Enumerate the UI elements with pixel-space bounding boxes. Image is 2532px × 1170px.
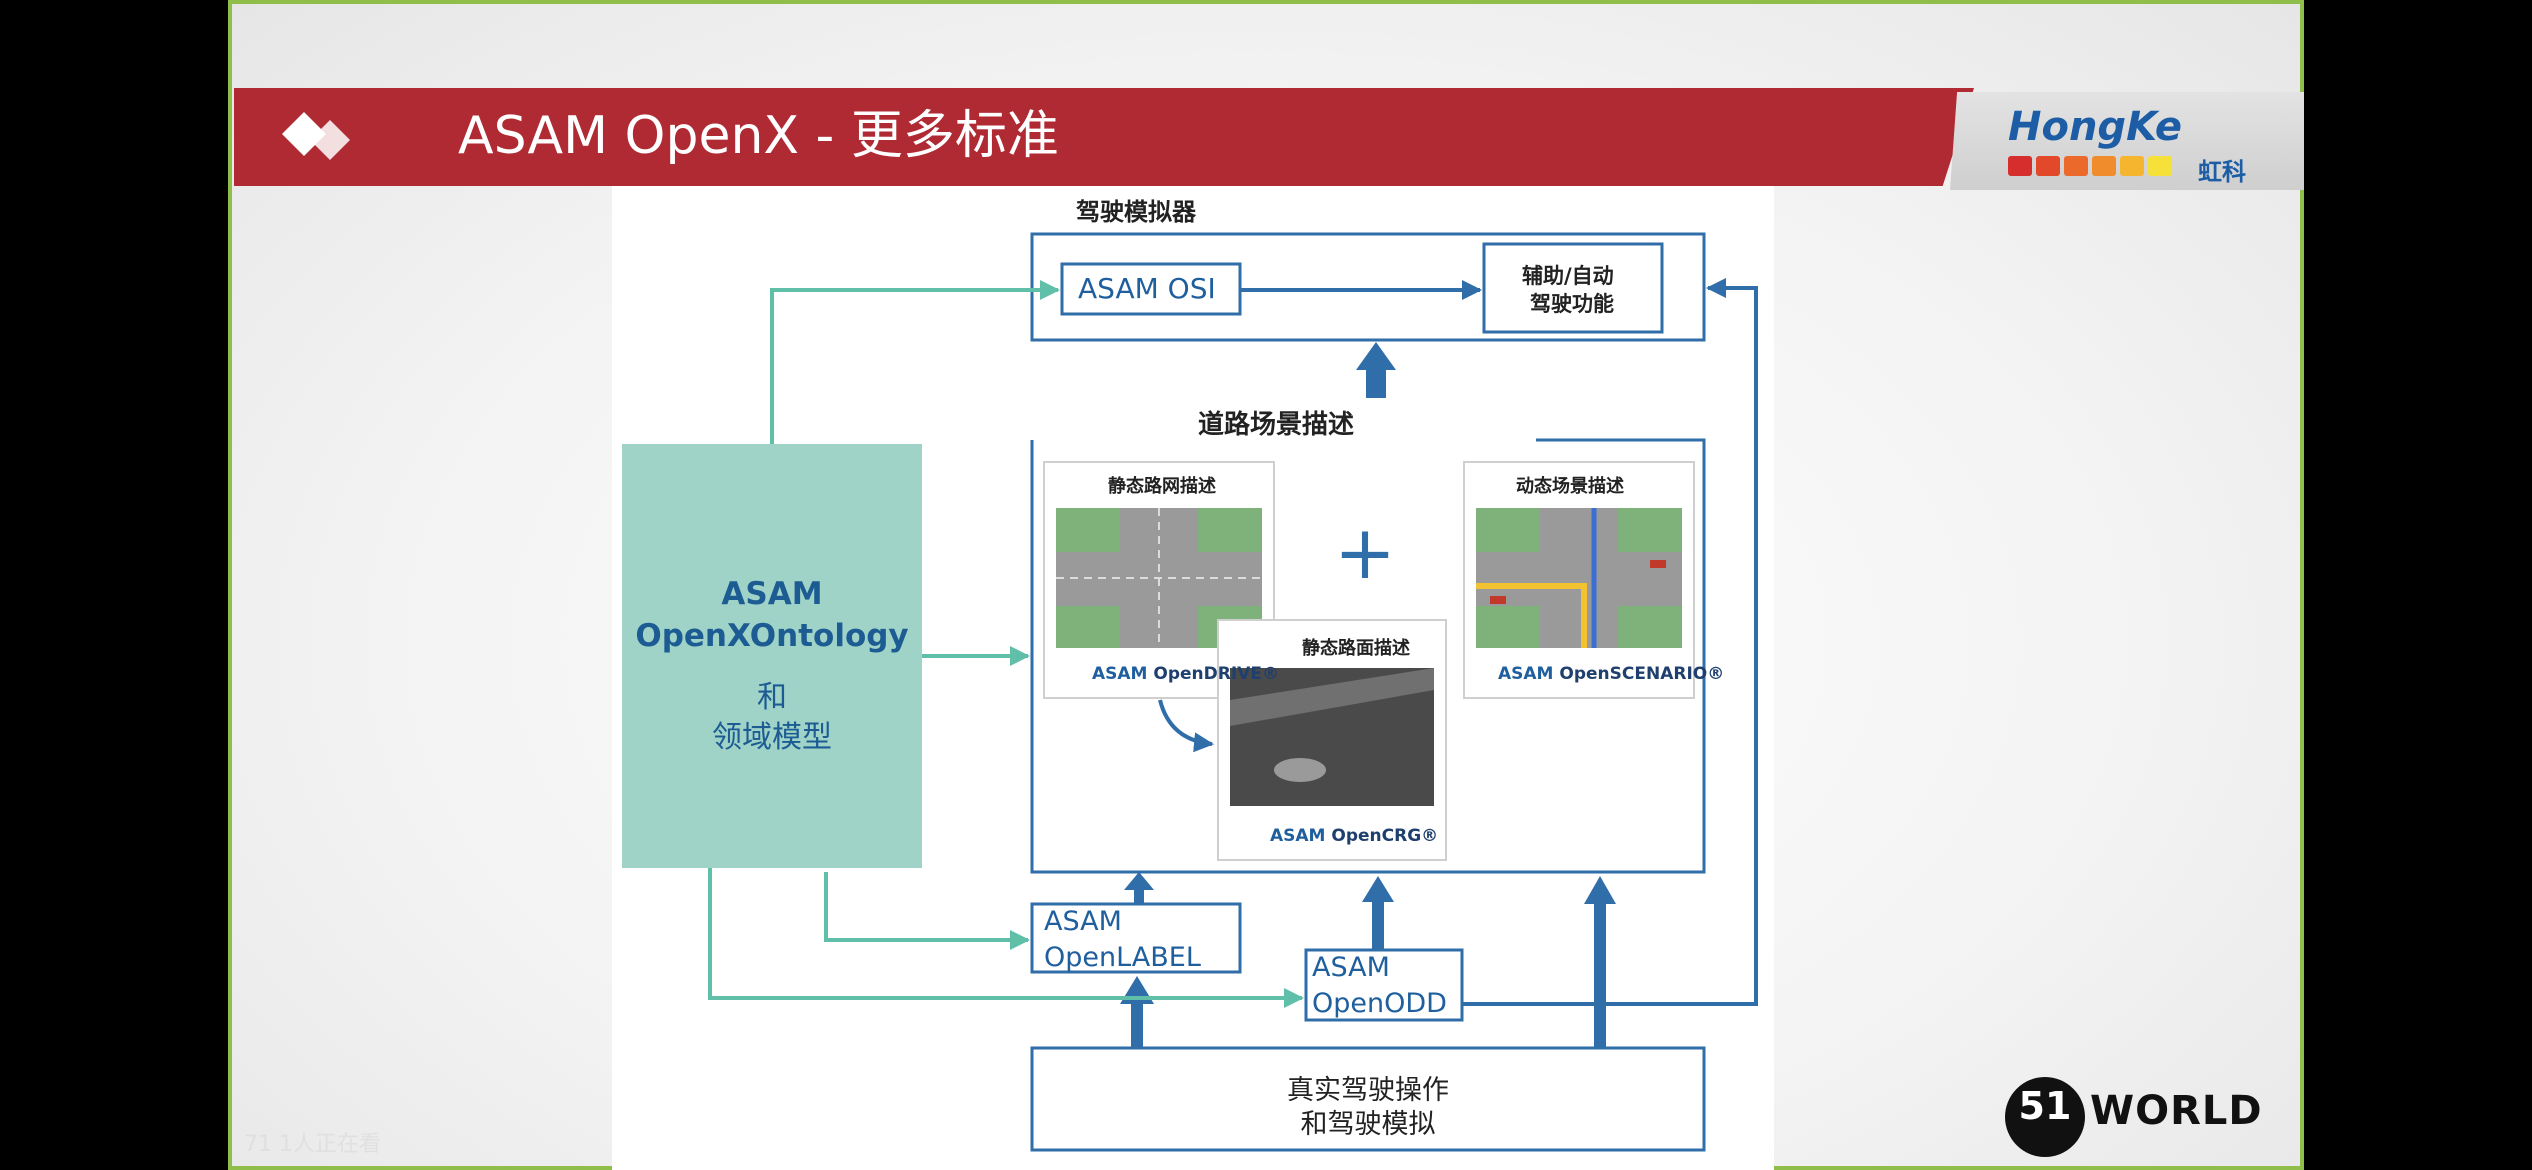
simulator-box: [1030, 232, 1706, 342]
adas-box: [1482, 242, 1664, 334]
opendrive-label: ASAM OpenDRIVE®: [1092, 664, 1279, 684]
ontology-line3: 和: [757, 680, 787, 715]
adas-label-line1: 辅助/自动: [1522, 264, 1614, 288]
static-surface-image: [1230, 668, 1434, 806]
diamond-logo-icon: [282, 112, 350, 160]
dynamic-scene-image: [1476, 508, 1682, 648]
opencrg-label: ASAM OpenCRG®: [1270, 826, 1438, 846]
slide-title: ASAM OpenX - 更多标准: [458, 106, 1059, 166]
ontology-block: [622, 444, 922, 868]
road-to-simulator-arrow: [1356, 342, 1396, 398]
ontology-line4: 领域模型: [712, 720, 832, 755]
ontology-line1: ASAM: [721, 576, 823, 612]
dynamic-scene-title: 动态场景描述: [1516, 476, 1624, 497]
adas-label-line2: 驾驶功能: [1530, 292, 1614, 316]
static-network-title: 静态路网描述: [1108, 476, 1216, 497]
openscenario-asam: ASAM: [1498, 664, 1554, 684]
real-driving-box: [1030, 1046, 1706, 1152]
title-banner: [234, 88, 1974, 186]
ontology-line2: OpenXOntology: [635, 618, 909, 654]
opencrg-name: OpenCRG®: [1331, 826, 1439, 846]
opendrive-asam: ASAM: [1092, 664, 1148, 684]
openlabel-line1: ASAM: [1044, 906, 1122, 937]
plus-sign: +: [1334, 510, 1397, 596]
opendrive-name: OpenDRIVE®: [1153, 664, 1279, 684]
road-scene-title: 道路场景描述: [1198, 410, 1355, 440]
brand-name: HongKe: [2008, 104, 2183, 150]
osi-label: ASAM OSI: [1078, 272, 1216, 305]
brand-subtitle: 虹科: [2198, 158, 2246, 186]
viewer-count-note: 71 1人正在看: [244, 1132, 381, 1157]
simulator-title: 驾驶模拟器: [1076, 198, 1196, 226]
static-surface-title: 静态路面描述: [1302, 638, 1410, 659]
openodd-to-road-arrow: [1362, 876, 1394, 950]
openodd-box: [1304, 948, 1464, 1022]
real-driving-line1: 真实驾驶操作: [1287, 1075, 1449, 1106]
real-to-road-arrow: [1584, 876, 1616, 1048]
openscenario-label: ASAM OpenSCENARIO®: [1498, 664, 1724, 684]
brand-color-squares-icon: [2008, 156, 2172, 176]
world-logo-icon: [2005, 1077, 2085, 1157]
network-to-surface-arrow: [1158, 699, 1214, 753]
openlabel-up-arrow: [1124, 872, 1154, 904]
ontology-to-openlabel-arrow: [824, 872, 1030, 950]
openscenario-name: OpenSCENARIO®: [1559, 664, 1725, 684]
openlabel-line2: OpenLABEL: [1044, 942, 1201, 973]
road-scene-box: [1030, 438, 1706, 874]
ontology-to-osi-arrow: [770, 280, 1060, 444]
ontology-to-openodd-arrow: [708, 868, 1304, 1008]
real-driving-line2: 和驾驶模拟: [1300, 1109, 1436, 1140]
world-logo-mark: 51: [2018, 1084, 2072, 1128]
opencrg-asam: ASAM: [1270, 826, 1326, 846]
openodd-to-simulator-line: [1462, 278, 1758, 1006]
world-logo-word: WORLD: [2090, 1088, 2263, 1134]
openodd-line1: ASAM: [1312, 952, 1390, 983]
openodd-line2: OpenODD: [1312, 988, 1447, 1019]
osi-box: [1060, 262, 1242, 316]
